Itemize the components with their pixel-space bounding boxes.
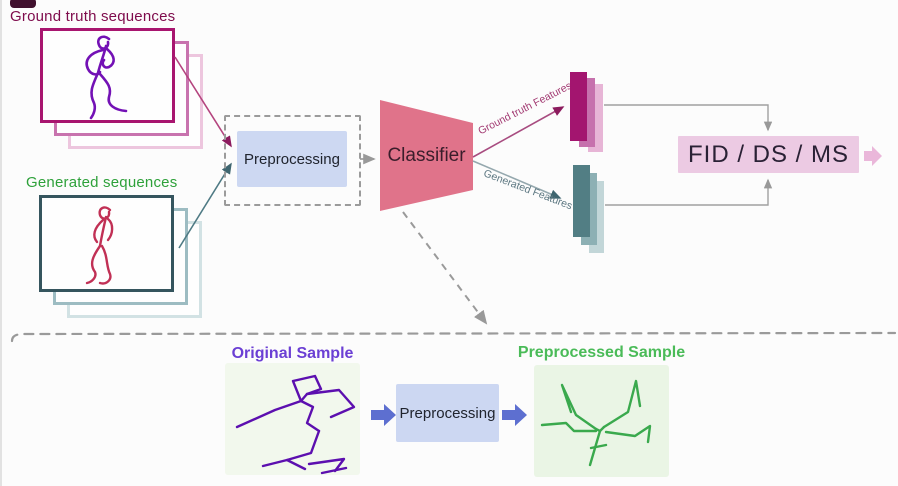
preprocessing-box: Preprocessing [237,131,347,187]
panel-separator-dashed-line [10,331,897,343]
original-sample-label: Original Sample [231,345,354,362]
ground-truth-skeleton-figure [85,35,128,120]
generated-skeleton-figure [85,206,114,285]
preprocessing-dashed-outline [224,115,361,206]
preprocessed-sample-label: Preprocessed Sample [517,344,686,361]
gt-features-to-metrics-connector [604,104,773,132]
classifier-label: Classifier [387,145,466,166]
ground-truth-features-label: Ground truth Features [476,79,574,138]
metrics-output-arrow [864,146,882,166]
metrics-box: FID / DS / MS [678,136,859,173]
original-sample-box [225,363,360,475]
preprocessing-to-preprocessed-arrow [502,404,527,426]
preprocessed-sample-box [534,365,669,477]
corner-chip [10,0,36,8]
original-to-preprocessing-arrow [371,404,396,426]
generated-sequences-label: Generated sequences [26,174,178,191]
preprocessed-sample-skeleton [540,379,652,467]
classifier-detail-dashed-line [402,211,488,325]
preprocessing-box-bottom: Preprocessing [396,384,499,442]
original-sample-skeleton [235,374,356,475]
generated-features-label: Generated Features [481,167,574,213]
gen-features-to-metrics-connector [605,178,773,206]
generated-frame-front [39,195,174,292]
ground-truth-frame-front [40,28,175,123]
ground-truth-sequences-label: Ground truth sequences [10,8,176,25]
gen-feature-bar-front [573,165,590,237]
gt-feature-bar-front [570,72,587,141]
